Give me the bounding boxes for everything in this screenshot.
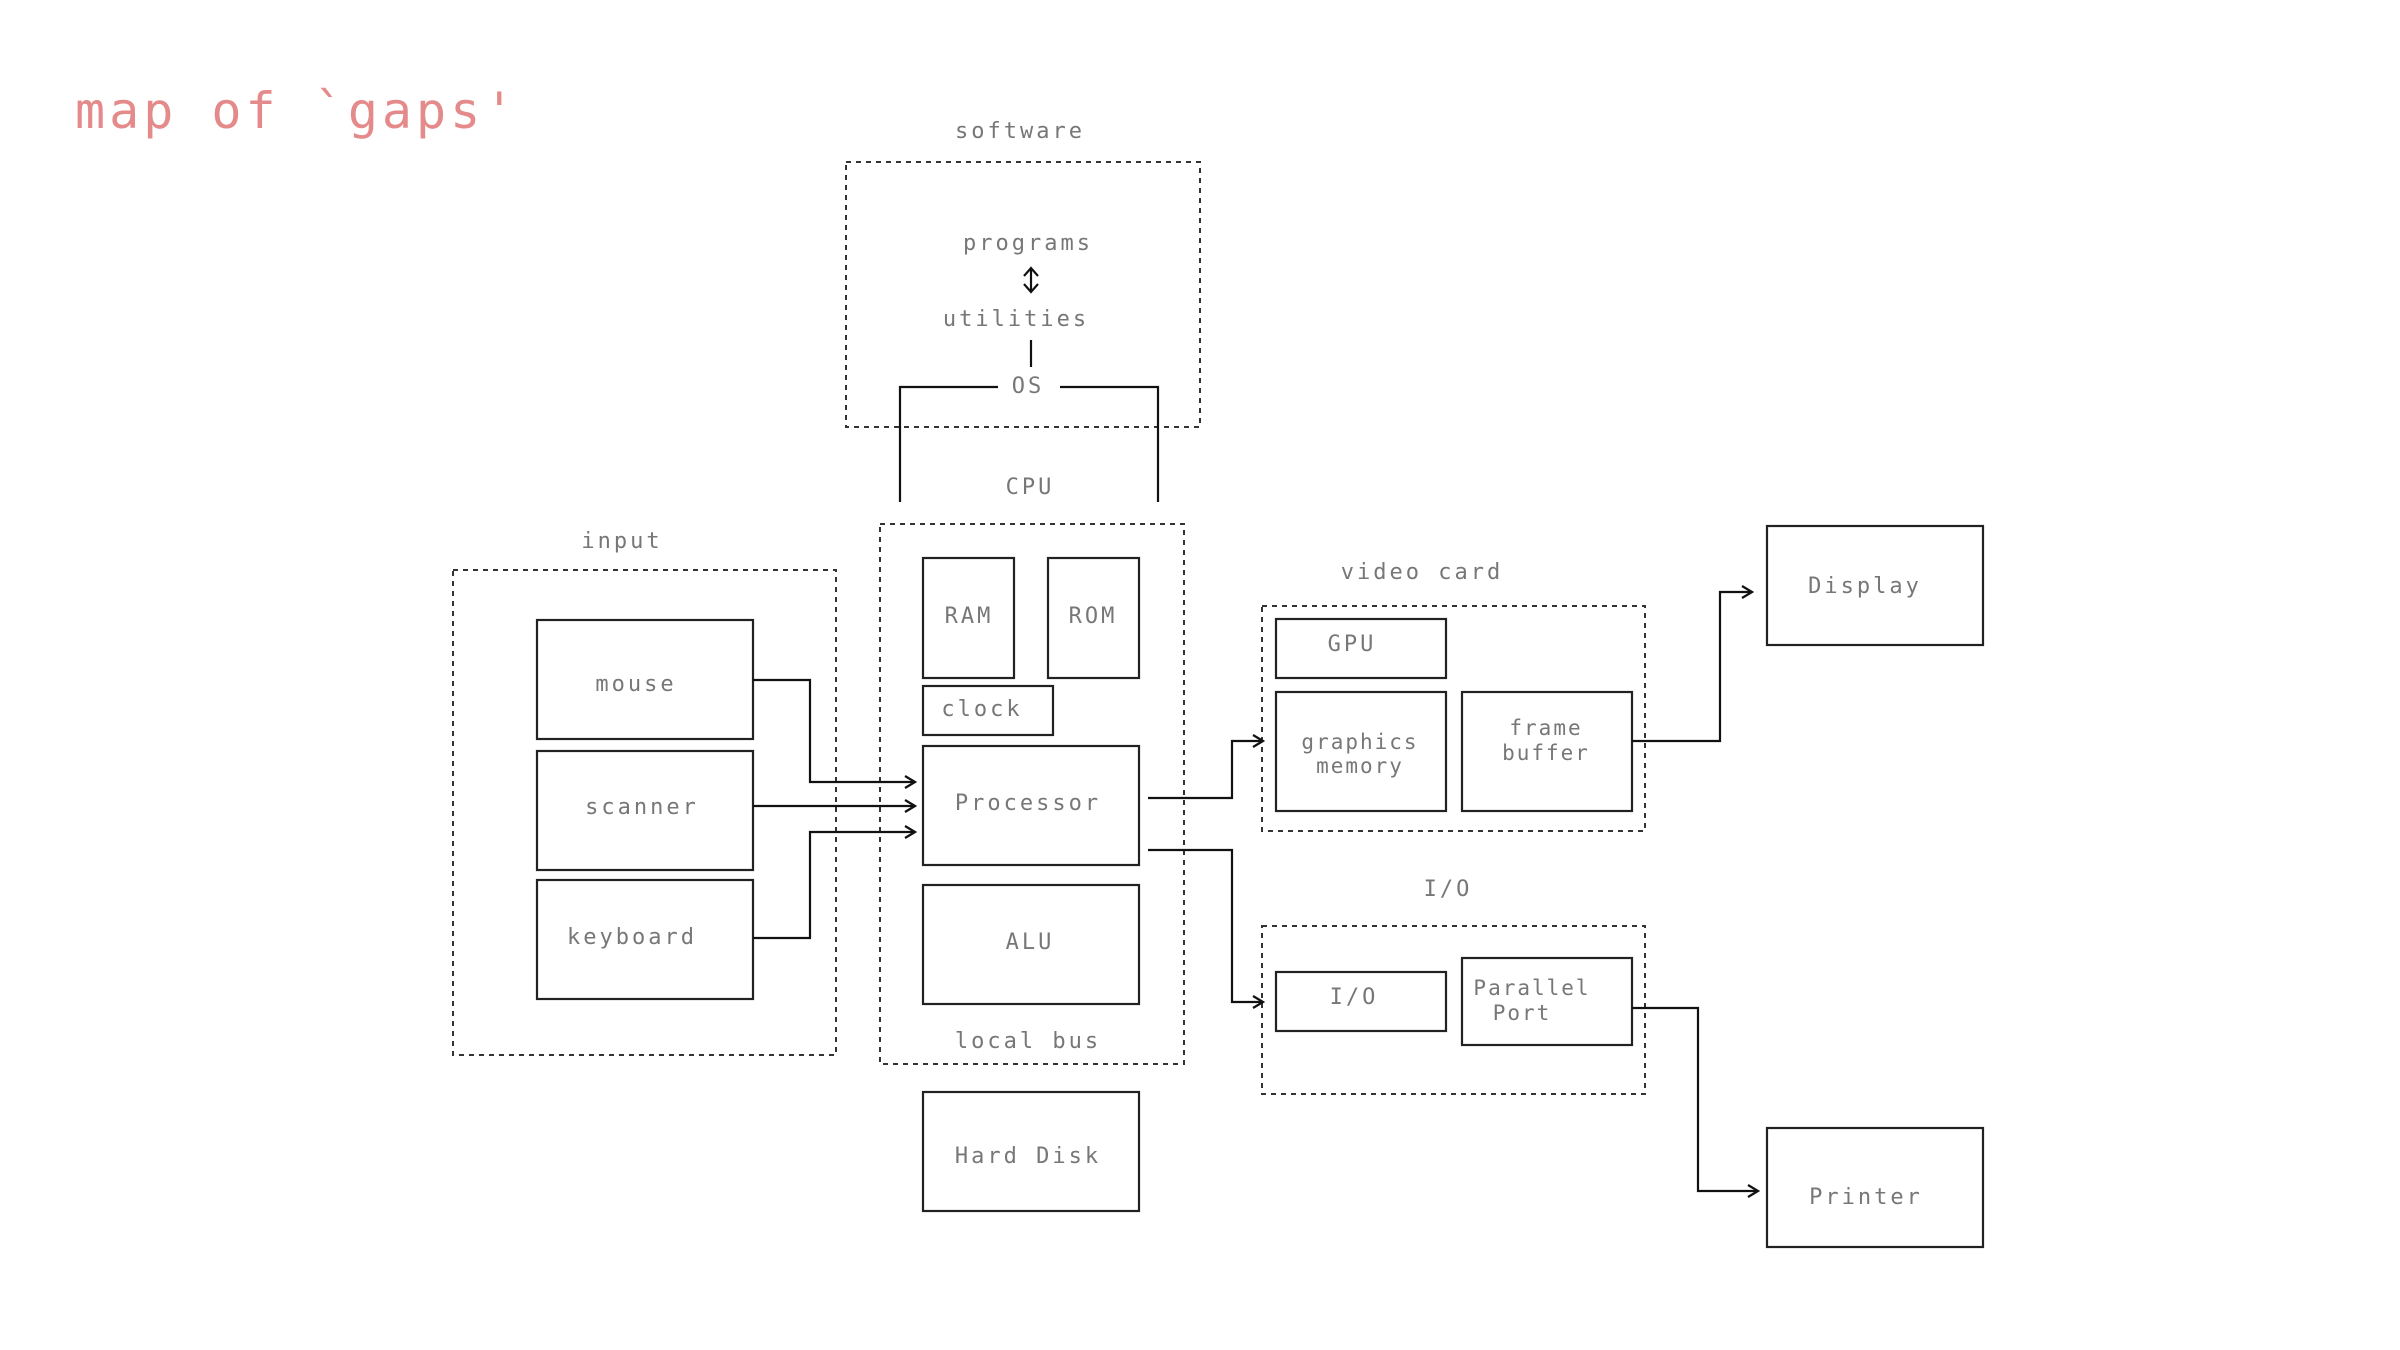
processor-label: Processor (955, 791, 1101, 816)
rom-box (1046, 556, 1141, 680)
hard-disk-box (921, 1090, 1141, 1213)
cpu-group-border (879, 523, 1185, 1065)
parallel-port-to-printer-arrow (1632, 1006, 1758, 1191)
display-box (1765, 524, 1985, 647)
os-label: OS (1012, 374, 1045, 399)
alu-box (921, 883, 1141, 1006)
scanner-label: scanner (585, 795, 699, 820)
clock-label: clock (941, 697, 1022, 722)
processor-to-io-arrow (1148, 848, 1263, 1002)
video-card-group-label: video card (1341, 560, 1503, 585)
io-group-label: I/O (1424, 877, 1473, 902)
gpu-label: GPU (1328, 632, 1377, 657)
processor-to-video-card-arrow (1148, 741, 1263, 800)
cpu-group: CPU RAM ROM clock Processor ALU local bu… (879, 475, 1185, 1065)
graphics-memory-label-line1: graphics (1301, 730, 1418, 754)
diagram-title: map of `gaps' (75, 82, 518, 140)
hard-disk-label: Hard Disk (955, 1144, 1101, 1169)
io-group-border (1261, 925, 1646, 1095)
video-card-group-border (1261, 605, 1646, 832)
keyboard-to-processor-arrow (753, 832, 915, 940)
io-group: I/O I/O Parallel Port (1261, 877, 1646, 1095)
os-cpu-connector-right (1060, 385, 1160, 502)
processor-box (921, 744, 1141, 867)
rom-label: ROM (1069, 604, 1118, 629)
frame-buffer-to-display-arrow (1632, 592, 1752, 743)
software-group-label: software (955, 119, 1085, 144)
input-group: input mouse scanner keyboard (452, 529, 837, 1056)
mouse-to-processor-arrow (753, 678, 915, 782)
io-port-box (1274, 970, 1448, 1033)
parallel-port-box (1460, 956, 1634, 1047)
io-port-label: I/O (1330, 985, 1379, 1010)
video-card-group: video card GPU graphics memory frame buf… (1261, 560, 1646, 832)
keyboard-label: keyboard (567, 925, 697, 950)
frame-buffer-box (1460, 690, 1634, 813)
clock-box (921, 684, 1055, 737)
printer-box (1765, 1126, 1985, 1249)
ram-label: RAM (945, 604, 994, 629)
scanner-box (535, 749, 755, 872)
mouse-box (535, 618, 755, 741)
local-bus-label: local bus (955, 1029, 1101, 1054)
display-label: Display (1808, 574, 1922, 599)
software-group: software programs utilities OS (845, 119, 1201, 428)
graphics-memory-label-line2: memory (1316, 754, 1404, 778)
mouse-label: mouse (595, 672, 676, 697)
programs-label: programs (963, 231, 1093, 256)
frame-buffer-label-line2: buffer (1502, 741, 1590, 765)
cpu-group-label: CPU (1006, 475, 1055, 500)
os-cpu-connector-left (898, 385, 998, 502)
parallel-port-label-line2: Port (1493, 1001, 1552, 1025)
input-group-label: input (581, 529, 662, 554)
keyboard-box (535, 878, 755, 1001)
graphics-memory-box (1274, 690, 1448, 813)
utilities-label: utilities (943, 307, 1089, 332)
gpu-box (1274, 617, 1448, 680)
ram-box (921, 556, 1016, 680)
parallel-port-label-line1: Parallel (1473, 976, 1590, 1000)
input-group-border (452, 569, 837, 1056)
alu-label: ALU (1006, 930, 1055, 955)
printer-label: Printer (1809, 1185, 1923, 1210)
programs-utilities-double-arrow (1023, 266, 1039, 294)
frame-buffer-label-line1: frame (1509, 716, 1582, 740)
